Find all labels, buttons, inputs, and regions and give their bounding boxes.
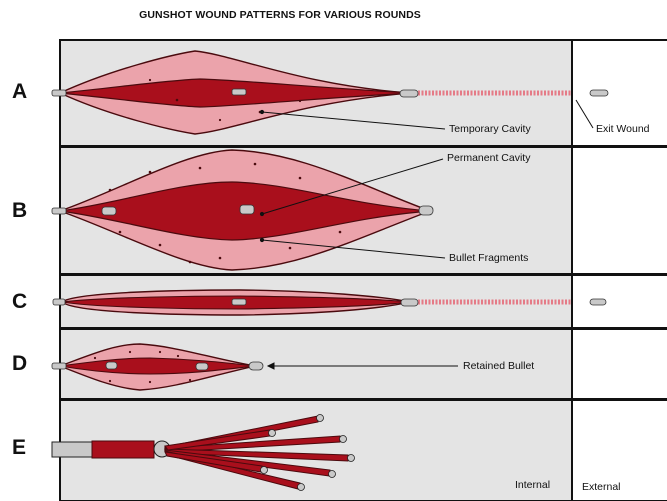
- fragment-d2: [196, 363, 208, 370]
- fragment-b1: [102, 207, 116, 215]
- label-exit-wound: Exit Wound: [596, 123, 650, 135]
- bullet-a: [400, 90, 418, 97]
- bullet-entry-d: [52, 363, 66, 369]
- label-retained-bullet: Retained Bullet: [463, 360, 534, 372]
- label-internal: Internal: [515, 479, 550, 491]
- label-bullet-fragments: Bullet Fragments: [449, 252, 528, 264]
- label-temporary-cavity: Temporary Cavity: [449, 123, 531, 135]
- bullet-entry-b: [52, 208, 66, 214]
- bullet-c: [401, 299, 418, 306]
- bullet-b: [419, 206, 433, 215]
- bullet-entry-a: [52, 90, 66, 96]
- casing-e: [52, 442, 92, 457]
- external-panels: [572, 40, 667, 501]
- exit-bullet-a: [590, 90, 608, 96]
- fragment-c: [232, 299, 246, 305]
- bullet-d: [249, 362, 263, 370]
- label-external: External: [582, 481, 621, 493]
- wad-e: [92, 441, 154, 458]
- fragment-d1: [106, 362, 117, 369]
- fragment-b2: [240, 205, 254, 214]
- exit-bullet-c: [590, 299, 606, 305]
- label-permanent-cavity: Permanent Cavity: [447, 152, 530, 164]
- fragment-a: [232, 89, 246, 95]
- bullet-entry-c: [53, 299, 65, 305]
